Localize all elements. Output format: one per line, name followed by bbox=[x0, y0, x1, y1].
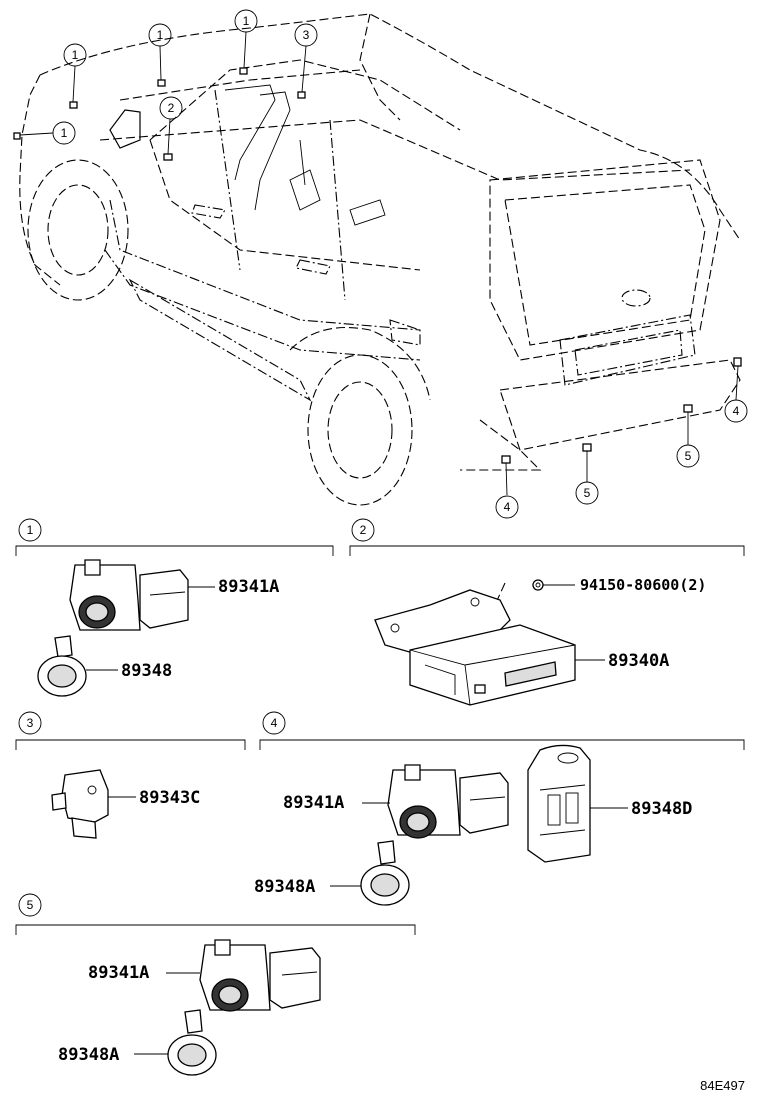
svg-text:5: 5 bbox=[584, 486, 591, 500]
part-number-89341a-group4: 89341A bbox=[283, 793, 344, 813]
svg-text:3: 3 bbox=[303, 28, 310, 42]
part-number-89348a-group5: 89348A bbox=[58, 1045, 119, 1065]
ecu-89340a[interactable] bbox=[374, 589, 576, 706]
group-5: 5 89341A 89348A bbox=[15, 893, 416, 1076]
part-number-89341a: 89341A bbox=[218, 577, 279, 597]
group-4: 4 89341A 89348D 89 bbox=[254, 711, 745, 906]
part-number-89348a-group4: 89348A bbox=[254, 877, 315, 897]
svg-text:4: 4 bbox=[733, 404, 740, 418]
callout-1-b: 1 bbox=[52, 121, 76, 145]
group-2-number: 2 bbox=[360, 523, 367, 537]
part-number-89348: 89348 bbox=[121, 661, 172, 681]
svg-text:5: 5 bbox=[685, 449, 692, 463]
group-5-number: 5 bbox=[27, 898, 34, 912]
callout-5-b: 5 bbox=[575, 481, 599, 505]
group-2: 2 94150-80600(2) 89340A bbox=[349, 518, 745, 706]
sensor-89343c[interactable] bbox=[51, 769, 109, 839]
group-1: 1 89341A 89348 bbox=[15, 518, 334, 697]
reference-code: 84E497 bbox=[700, 1078, 745, 1093]
callout-2: 2 bbox=[159, 96, 183, 120]
ring-89348a-rear[interactable] bbox=[360, 840, 410, 906]
callout-4-a: 4 bbox=[724, 399, 748, 423]
callout-3: 3 bbox=[294, 23, 318, 47]
svg-text:1: 1 bbox=[61, 126, 68, 140]
part-number-89348d: 89348D bbox=[631, 799, 692, 819]
callout-4-b: 4 bbox=[495, 495, 519, 519]
callout-1-c: 1 bbox=[148, 23, 172, 47]
group-3-number: 3 bbox=[27, 716, 34, 730]
svg-text:1: 1 bbox=[243, 14, 250, 28]
group-1-number: 1 bbox=[27, 523, 34, 537]
ring-89348[interactable] bbox=[37, 635, 87, 697]
sensor-89341a[interactable] bbox=[69, 559, 189, 631]
vehicle-illustration: 1 1 1 1 2 3 4 4 bbox=[13, 9, 748, 519]
retainer-89348d[interactable] bbox=[527, 744, 591, 863]
group-3: 3 89343C bbox=[15, 711, 246, 839]
svg-text:1: 1 bbox=[72, 48, 79, 62]
sensor-89341a-rear[interactable] bbox=[387, 764, 509, 839]
part-number-94150-80600: 94150-80600(2) bbox=[580, 576, 706, 594]
callout-1-d: 1 bbox=[234, 9, 258, 33]
group-4-number: 4 bbox=[271, 716, 278, 730]
svg-text:4: 4 bbox=[504, 500, 511, 514]
bolt-94150-80600[interactable] bbox=[532, 579, 544, 591]
part-number-89343c: 89343C bbox=[139, 788, 200, 808]
callout-1-a: 1 bbox=[63, 43, 87, 67]
ring-89348a-corner[interactable] bbox=[167, 1009, 217, 1076]
svg-text:1: 1 bbox=[157, 28, 164, 42]
svg-text:2: 2 bbox=[168, 101, 175, 115]
part-number-89340a: 89340A bbox=[608, 651, 669, 671]
part-number-89341a-group5: 89341A bbox=[88, 963, 149, 983]
callout-5-a: 5 bbox=[676, 444, 700, 468]
sensor-89341a-corner[interactable] bbox=[199, 939, 321, 1012]
